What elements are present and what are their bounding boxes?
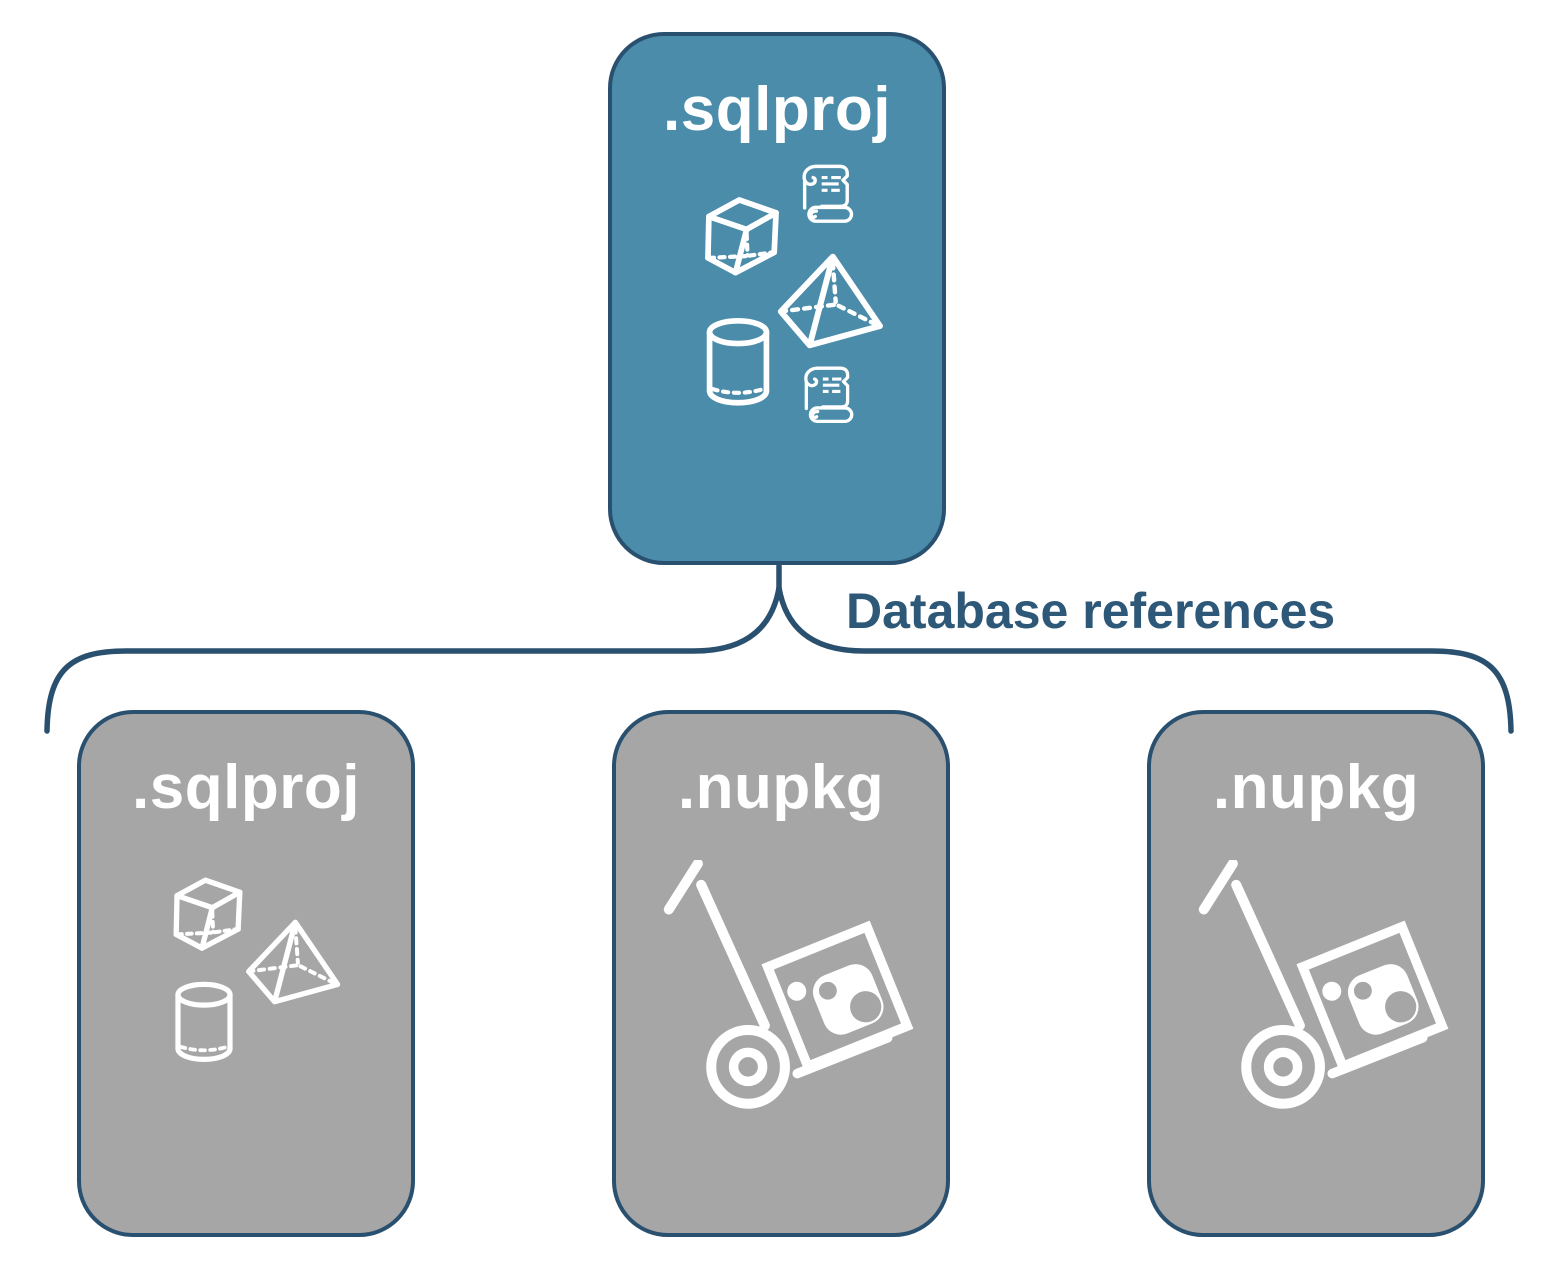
child-sqlproj-box: .sqlproj: [77, 710, 415, 1237]
cube-icon: [165, 869, 251, 955]
pyramid-icon: [241, 916, 341, 1008]
cube-icon: [696, 188, 788, 280]
nuget-handtruck-icon: [1196, 860, 1464, 1123]
script-scroll-icon: [798, 362, 858, 426]
child-nupkg-box: .nupkg: [1147, 710, 1485, 1237]
child-box-title: .nupkg: [1212, 753, 1420, 822]
script-scroll-icon: [796, 160, 858, 226]
child-box-title: .nupkg: [677, 753, 885, 822]
parent-sqlproj-box: .sqlproj: [608, 32, 946, 565]
cylinder-icon: [171, 980, 237, 1065]
pyramid-icon: [772, 250, 884, 352]
parent-box-title: .sqlproj: [663, 75, 891, 144]
nuget-handtruck-icon: [661, 860, 929, 1123]
child-nupkg-box: .nupkg: [612, 710, 950, 1237]
database-references-label: Database references: [846, 583, 1336, 639]
cylinder-icon: [702, 316, 774, 409]
child-box-title: .sqlproj: [132, 753, 360, 822]
